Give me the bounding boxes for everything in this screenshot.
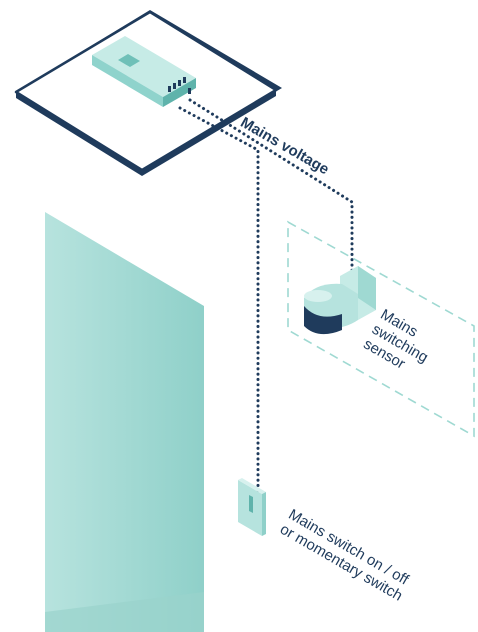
motion-sensor-icon xyxy=(304,266,376,335)
mains-wiring xyxy=(178,98,354,494)
wall xyxy=(45,212,204,632)
wire-to-sensor xyxy=(188,98,354,282)
sensor-zone xyxy=(287,220,475,438)
led-driver-icon xyxy=(92,36,196,107)
wire-to-switch xyxy=(178,106,260,494)
wall-switch-icon xyxy=(238,478,266,536)
